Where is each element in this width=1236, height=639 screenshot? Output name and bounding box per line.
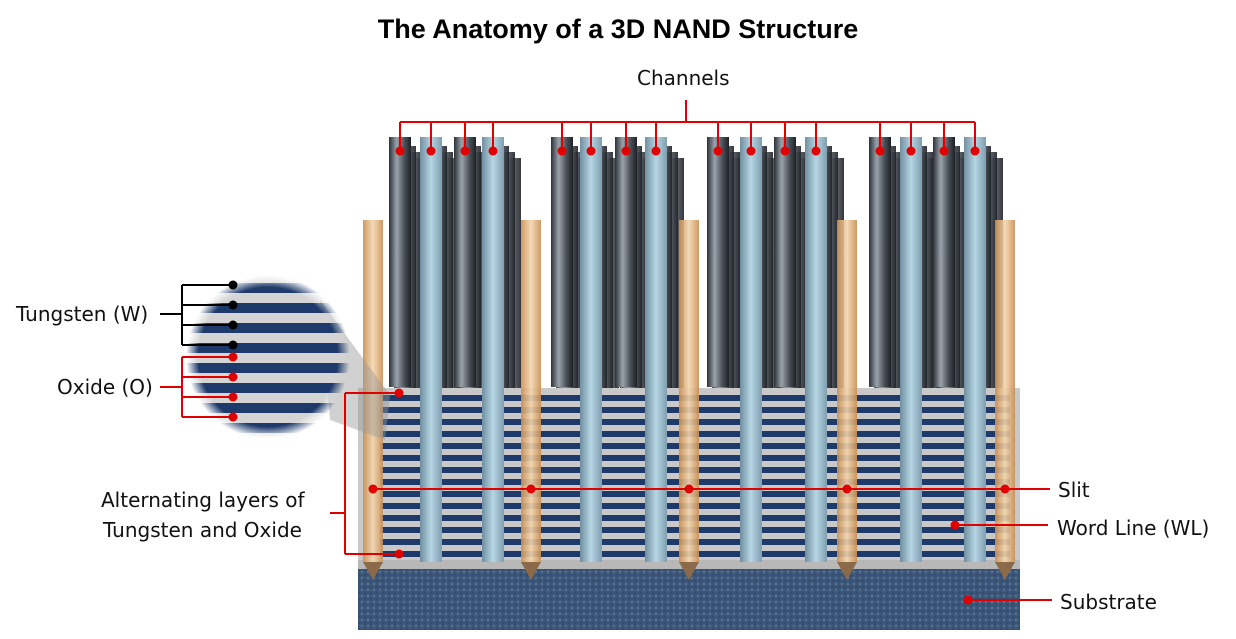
callout-dot (780, 146, 790, 156)
callout-dot (950, 520, 960, 530)
magnified-tungsten-stripe (186, 403, 350, 413)
magnified-tungsten-stripe (186, 323, 350, 333)
channel-cylinder (615, 137, 637, 387)
slit-tip (679, 562, 699, 580)
callout-dot (228, 412, 238, 422)
callout-dot (460, 146, 470, 156)
callout-dot (970, 146, 980, 156)
magnified-tungsten-stripe (186, 283, 350, 293)
callout-dot (368, 484, 378, 494)
tungsten-label: Tungsten (W) (16, 302, 149, 326)
magnified-tungsten-stripe (186, 383, 350, 393)
callout-dot (228, 320, 238, 330)
slit-tip (995, 562, 1015, 580)
channel-pillar (740, 137, 762, 562)
channel-cylinder (707, 137, 729, 387)
slit-tip (837, 562, 857, 580)
callout-dot (811, 146, 821, 156)
callout-dot (228, 340, 238, 350)
alternating-layers-label-line2: Tungsten and Oxide (103, 518, 302, 542)
callout-dot (426, 146, 436, 156)
callout-dot (906, 146, 916, 156)
slit (837, 220, 857, 562)
slit-tip (363, 562, 383, 580)
callout-dot (1000, 484, 1010, 494)
slit (995, 220, 1015, 562)
channel-pillar (580, 137, 602, 562)
channel-cylinder (774, 137, 796, 387)
slit (521, 220, 541, 562)
channel-pillar (420, 137, 442, 562)
callout-lines (160, 100, 1052, 605)
callout-dot (395, 146, 405, 156)
callout-dot (621, 146, 631, 156)
oxide-label: Oxide (O) (57, 375, 153, 399)
slit (363, 220, 383, 562)
magnified-tungsten-stripe (186, 423, 350, 433)
magnified-tungsten-stripe (186, 343, 350, 353)
callout-dot (228, 372, 238, 382)
callout-dot (713, 146, 723, 156)
substrate-label: Substrate (1060, 590, 1157, 614)
callout-dot (526, 484, 536, 494)
callout-dot (557, 146, 567, 156)
callout-dot (746, 146, 756, 156)
channel-pillar (805, 137, 827, 562)
slit-tip (521, 562, 541, 580)
channel-cylinder (454, 137, 476, 387)
callout-dot (228, 352, 238, 362)
channel-cylinder (933, 137, 955, 387)
page-title: The Anatomy of a 3D NAND Structure (377, 14, 859, 44)
slit-group (363, 220, 1015, 580)
callout-dot (939, 146, 949, 156)
callout-dot (228, 280, 238, 290)
channel-cylinder (389, 137, 411, 387)
callout-dot (842, 484, 852, 494)
magnified-tungsten-stripe (186, 303, 350, 313)
channel-cylinder (869, 137, 891, 387)
slit-label: Slit (1058, 478, 1090, 502)
callout-dot (228, 392, 238, 402)
magnified-tungsten-stripe (186, 363, 350, 373)
callout-dot (488, 146, 498, 156)
callout-dot (394, 549, 404, 559)
callout-dot (228, 300, 238, 310)
callout-dot (651, 146, 661, 156)
channel-pillar (900, 137, 922, 562)
channel-pillar (964, 137, 986, 562)
channels-label: Channels (637, 66, 730, 90)
slit (679, 220, 699, 562)
callout-dot (684, 484, 694, 494)
channel-pillar (645, 137, 667, 562)
channel-pillar-group (389, 137, 986, 562)
callout-dot (394, 388, 404, 398)
channel-cylinder (551, 137, 573, 387)
channel-pillar (482, 137, 504, 562)
alternating-layers-label-line1: Alternating layers of (101, 488, 305, 512)
callout-dot (586, 146, 596, 156)
callout-dot (875, 146, 885, 156)
word-line-label: Word Line (WL) (1057, 516, 1210, 540)
callout-dot (963, 595, 973, 605)
